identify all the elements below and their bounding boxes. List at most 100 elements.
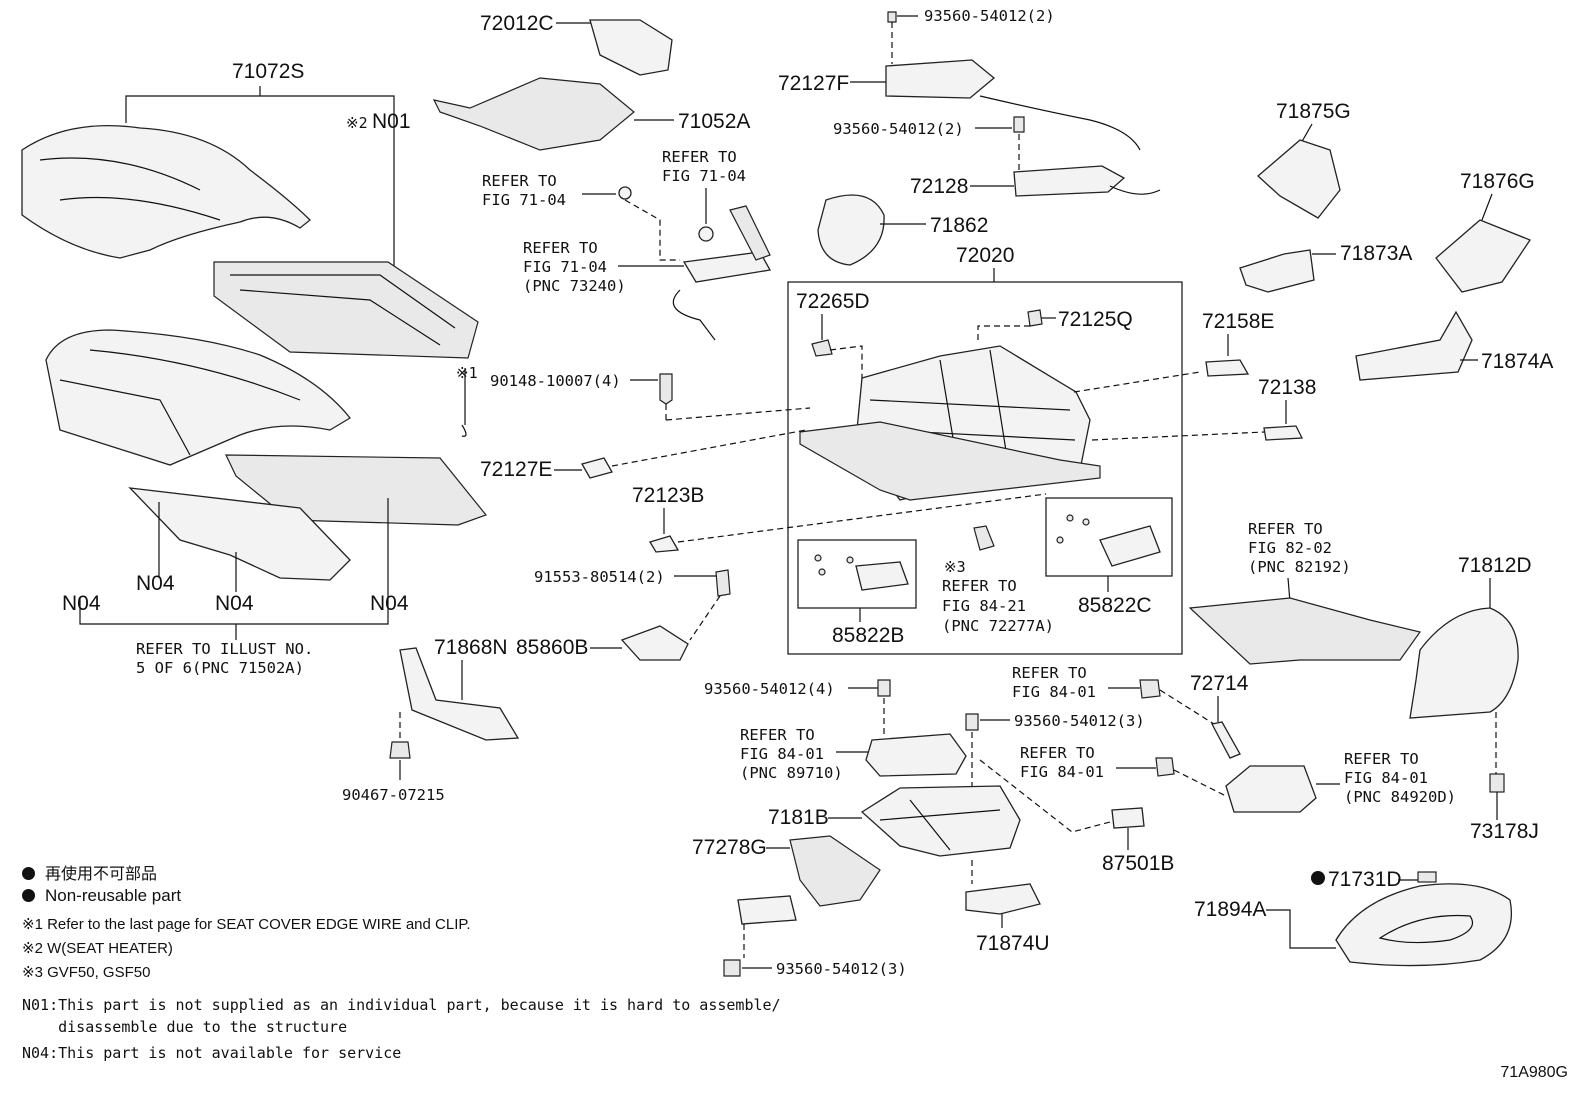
label-71052A[interactable]: 71052A [678, 110, 750, 133]
seat-frame-bracket-shape[interactable] [128, 487, 351, 581]
rail-lower-shape[interactable] [799, 421, 1101, 501]
label-72158E[interactable]: 72158E [1202, 310, 1274, 333]
screw-93560c-shape[interactable] [877, 679, 891, 697]
bracket-7181B-shape[interactable] [860, 785, 1021, 857]
label-72128[interactable]: 72128 [910, 175, 968, 198]
label-72020[interactable]: 72020 [956, 244, 1014, 267]
part-71874A-shape[interactable] [1355, 310, 1473, 381]
label-71874A[interactable]: 71874A [1481, 350, 1553, 373]
label-71862[interactable]: 71862 [930, 214, 988, 237]
label-73178J[interactable]: 73178J [1470, 820, 1539, 843]
part-72012C-shape[interactable] [589, 19, 673, 76]
clip-90467-shape[interactable] [389, 741, 411, 759]
ref1-line2: FIG 71-04 [482, 191, 566, 209]
screw-b-shape[interactable] [1013, 116, 1025, 133]
part-71876G-shape[interactable] [1435, 219, 1531, 293]
screw-93560d-shape[interactable] [965, 713, 979, 731]
ref7-line2: FIG 84-01 [1012, 683, 1096, 701]
motor-85822C-shape[interactable] [1099, 525, 1161, 567]
part-71862-shape[interactable] [817, 194, 885, 266]
label-77278G[interactable]: 77278G [692, 836, 767, 859]
part-71812D-shape[interactable] [1409, 607, 1519, 719]
seat-heater-pad-shape[interactable] [213, 261, 479, 359]
part-71052A-shape[interactable] [432, 77, 635, 151]
label-7181B[interactable]: 7181B [768, 806, 829, 829]
part-72158E-shape[interactable] [1205, 359, 1250, 377]
label-85822B[interactable]: 85822B [832, 624, 904, 647]
part-71873A-shape[interactable] [1239, 249, 1315, 293]
switch-84920D-shape[interactable] [1225, 765, 1317, 813]
part-72265D-shape[interactable] [811, 339, 833, 357]
label-72265D[interactable]: 72265D [796, 290, 870, 313]
part-72277A-shape[interactable] [973, 525, 995, 551]
connector-77278G-shape[interactable] [737, 895, 797, 925]
label-71731D[interactable]: 71731D [1328, 868, 1402, 891]
label-71873A[interactable]: 71873A [1340, 242, 1412, 265]
bolt-ref7-shape[interactable] [1139, 679, 1161, 699]
label-90467[interactable]: 90467-07215 [342, 786, 445, 804]
dash-ref7 [1159, 689, 1215, 725]
heater-wire [230, 274, 456, 346]
note-n01-line2: disassemble due to the structure [22, 1018, 348, 1036]
label-85860B[interactable]: 85860B [516, 636, 588, 659]
seat-cushion-cover-shape[interactable] [21, 124, 311, 259]
label-72138[interactable]: 72138 [1258, 376, 1316, 399]
ref3-line1: REFER TO [523, 239, 598, 257]
label-71868N[interactable]: 71868N [434, 636, 508, 659]
label-93560e[interactable]: 93560-54012(3) [776, 960, 907, 978]
part-73178J-shape[interactable] [1489, 773, 1505, 793]
part-72138-shape[interactable] [1263, 425, 1304, 441]
label-71812D[interactable]: 71812D [1458, 554, 1532, 577]
harness-77278G-shape[interactable] [789, 835, 881, 907]
label-72127E[interactable]: 72127E [480, 458, 552, 481]
part-71874U-shape[interactable] [965, 883, 1041, 915]
harness-82192-shape[interactable] [1188, 597, 1422, 665]
label-93560c[interactable]: 93560-54012(4) [704, 680, 835, 698]
legend-note3: ※3 GVF50, GSF50 [22, 964, 151, 981]
label-72125Q[interactable]: 72125Q [1058, 308, 1133, 331]
part-87501B-shape[interactable] [1111, 807, 1145, 829]
motor-85822C-box [1045, 497, 1173, 577]
motor-85822B-shape[interactable] [855, 561, 909, 591]
pulley-shape[interactable] [698, 226, 714, 242]
label-71876G[interactable]: 71876G [1460, 170, 1535, 193]
screw-top-shape[interactable] [887, 11, 897, 23]
label-90148[interactable]: 90148-10007(4) [490, 372, 621, 390]
part-71868N-shape[interactable] [399, 647, 520, 741]
bolt-91553-shape[interactable] [715, 569, 731, 597]
label-72127F[interactable]: 72127F [778, 72, 849, 95]
part-72127E-shape[interactable] [581, 457, 613, 479]
label-93560a[interactable]: 93560-54012(2) [924, 7, 1055, 25]
legend-note1: ※1 Refer to the last page for SEAT COVER… [22, 916, 471, 933]
label-87501B[interactable]: 87501B [1102, 852, 1174, 875]
nut-shape[interactable] [618, 186, 632, 200]
part-85860B-shape[interactable] [620, 625, 689, 661]
label-71874U[interactable]: 71874U [976, 932, 1050, 955]
ref4-line2: FIG 84-21 [942, 597, 1026, 615]
label-72714[interactable]: 72714 [1190, 672, 1249, 695]
bolt-90148-shape[interactable] [659, 373, 673, 405]
motor-rod-shape[interactable] [729, 205, 771, 261]
part-72127F-shape[interactable] [885, 59, 996, 99]
label-72012C[interactable]: 72012C [480, 12, 554, 35]
ecu-89710-shape[interactable] [865, 733, 967, 777]
part-72714-shape[interactable] [1211, 721, 1241, 759]
label-71875G[interactable]: 71875G [1276, 100, 1351, 123]
label-91553[interactable]: 91553-80514(2) [534, 568, 665, 586]
screw-93560e-shape[interactable] [723, 959, 741, 977]
label-71072S[interactable]: 71072S [232, 60, 304, 83]
motor-73240-shape[interactable] [682, 251, 772, 283]
part-72123B-shape[interactable] [649, 535, 680, 553]
part-72128-shape[interactable] [1013, 165, 1126, 197]
label-85822C[interactable]: 85822C [1078, 594, 1152, 617]
bolt-ref8-shape[interactable] [1155, 757, 1175, 777]
label-72123B[interactable]: 72123B [632, 484, 704, 507]
part-71875G-shape[interactable] [1257, 139, 1341, 219]
label-93560d[interactable]: 93560-54012(3) [1014, 712, 1145, 730]
label-93560b[interactable]: 93560-54012(2) [833, 120, 964, 138]
part-71731D-shape[interactable] [1417, 871, 1437, 883]
seat-cushion-pad-shape[interactable] [45, 329, 351, 466]
part-71894A-shape[interactable] [1335, 883, 1512, 967]
label-71894A[interactable]: 71894A [1194, 898, 1266, 921]
part-72125Q-shape[interactable] [1027, 309, 1043, 327]
